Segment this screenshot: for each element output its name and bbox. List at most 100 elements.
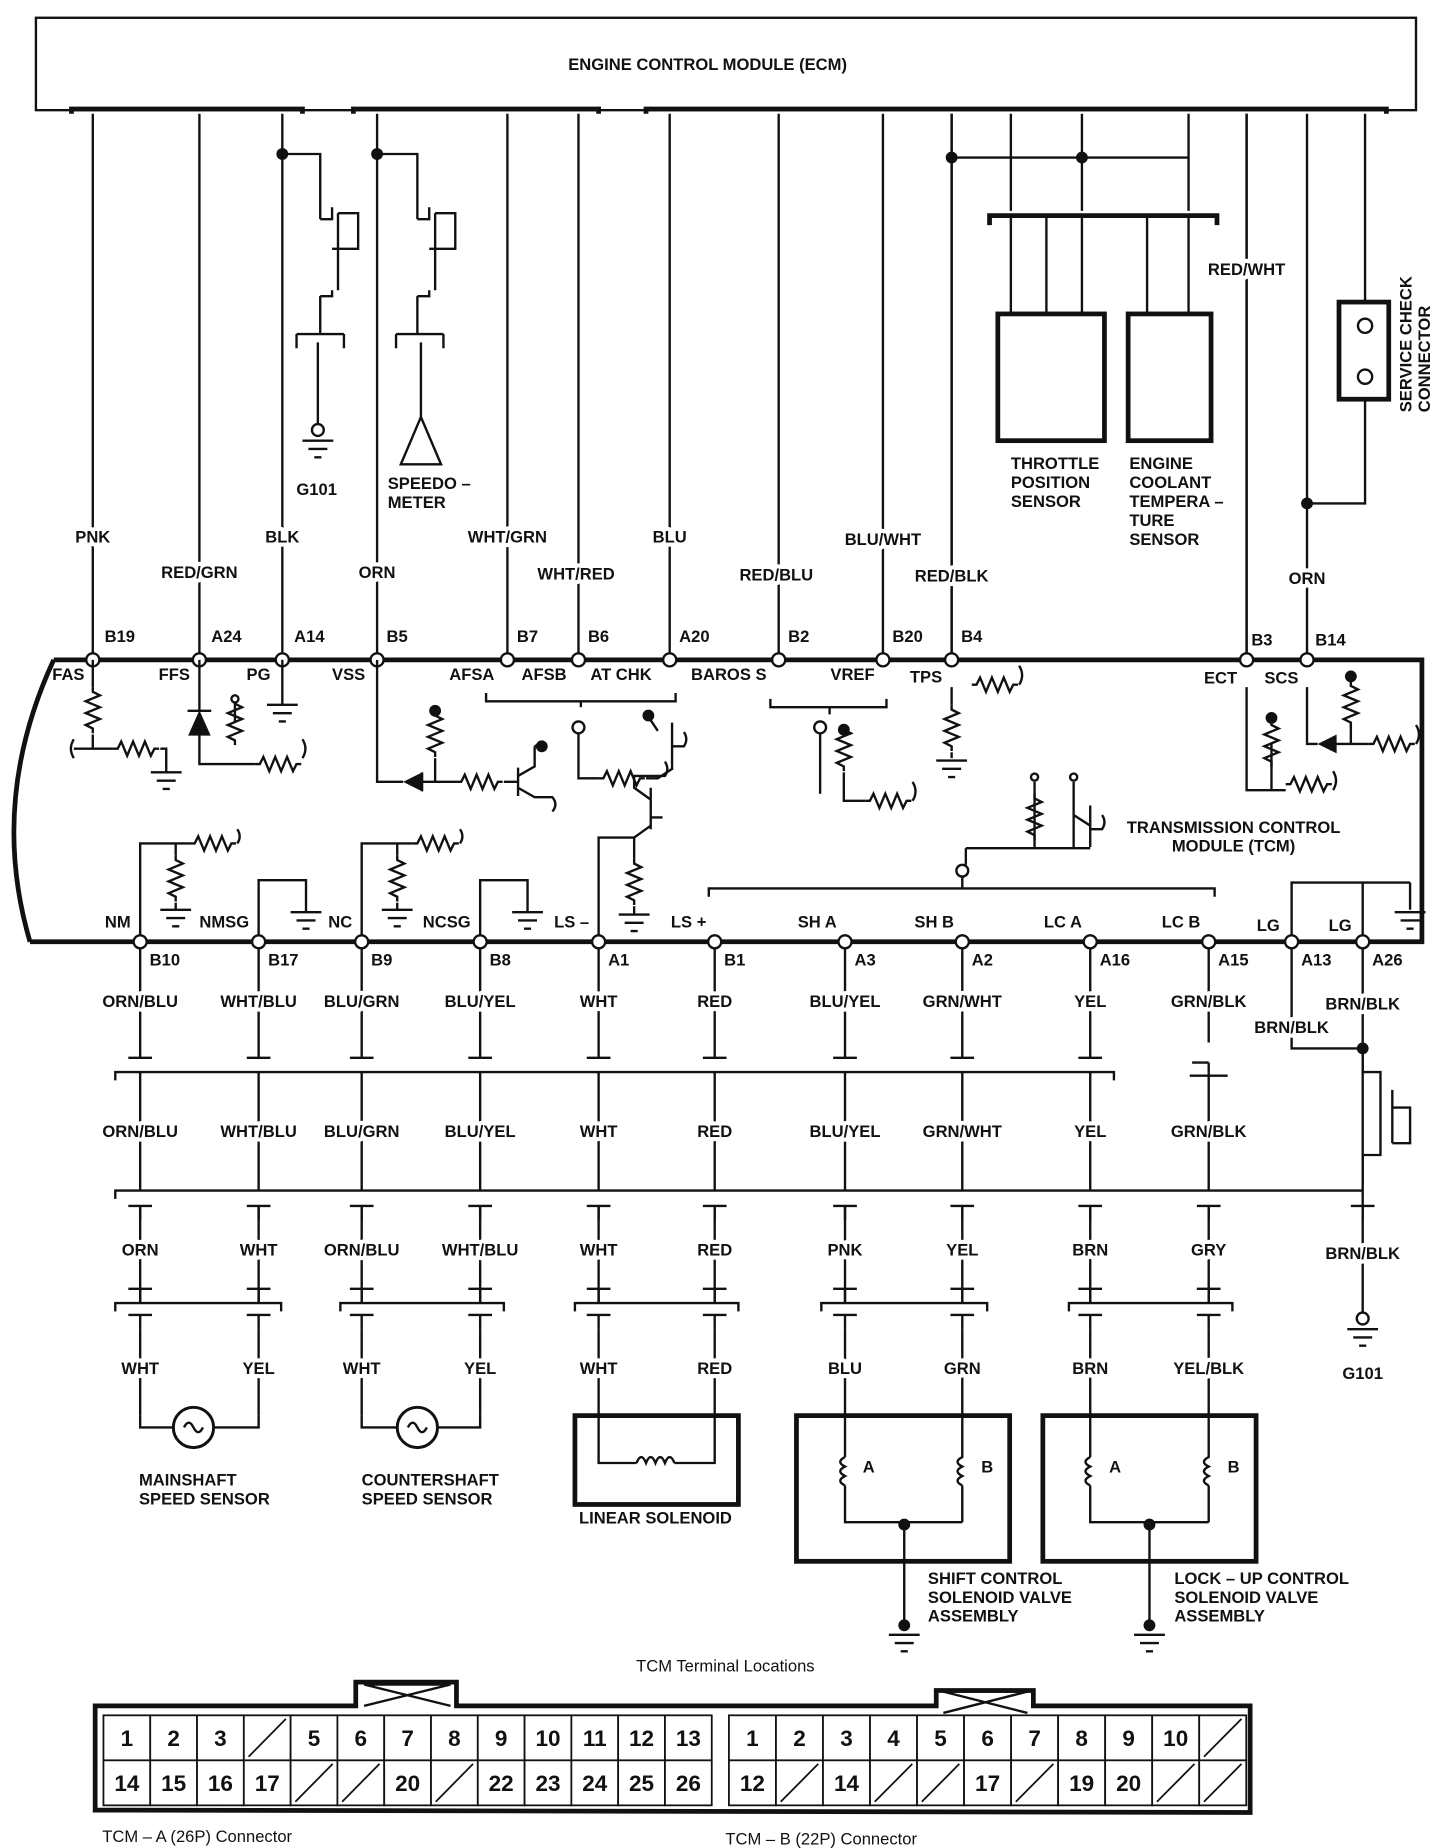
wire-label: WHT [240,1241,278,1260]
wire [1009,215,1190,314]
connector-bar [820,1301,989,1312]
connector-terminal [246,1042,271,1060]
wire-label: RED [697,992,732,1011]
pin-terminal [1299,652,1315,668]
wire-label: BRN/BLK [1325,994,1400,1013]
pin-label: A2 [972,950,993,969]
signal-label: FFS [159,665,190,684]
wire-label: BLK [265,528,299,547]
wire [950,665,1024,759]
connector-terminal [950,1287,975,1304]
lockup-label-2: SOLENOID VALVE [1174,1588,1318,1607]
terminal-number: 4 [887,1726,900,1751]
wire-label: BLU/YEL [445,992,516,1011]
wire-label: PNK [828,1241,863,1260]
connector-terminal [1078,1204,1103,1221]
unused-terminal-slash [1156,1763,1196,1803]
wire [597,761,669,942]
terminal-cell [102,1714,152,1762]
terminal [571,720,586,735]
pin-terminal [661,652,678,668]
unused-terminal-slash [874,1763,913,1803]
ground-symbol [266,703,298,723]
connector-bar [573,1301,740,1312]
resistor-symbol [165,855,186,902]
ground-symbol [936,759,968,779]
pin-terminal [943,652,960,668]
pin-label: B6 [588,627,609,646]
throttle-label-3: SENSOR [1011,492,1081,511]
terminal-number: 6 [355,1726,368,1751]
wire-label: YEL [946,1241,978,1260]
wire [1290,881,1412,942]
wire [375,659,404,784]
wire-label: RED [697,1122,732,1141]
sensor-connector [987,213,1220,226]
wire-label: PNK [75,528,110,547]
resistor-symbol [112,738,160,759]
terminal-number: 17 [255,1771,280,1796]
resistor-symbol [424,710,446,757]
connector-terminal [833,1287,857,1304]
pin-label: B20 [892,627,922,646]
signal-label: LG [1257,916,1280,935]
wire-label: YEL/BLK [1173,1359,1244,1378]
wire-label: WHT/BLU [442,1241,518,1260]
ground-terminal [1355,1311,1370,1326]
connector-terminal [586,1287,611,1304]
resistor-symbol [1024,793,1045,840]
terminal-number: 12 [629,1726,654,1751]
terminal-number: 3 [214,1726,227,1751]
bracket [769,698,888,715]
connector-terminal [349,1042,374,1060]
terminal-locations-title: TCM Terminal Locations [636,1656,814,1675]
signal-label: VREF [830,665,874,684]
terminal-number: 24 [582,1771,608,1796]
tcm-title-2: MODULE (TCM) [1172,837,1295,856]
sensor-wire [360,1415,482,1434]
wire-label: WHT [121,1359,159,1378]
terminal-cell [523,1759,573,1807]
unused-terminal-slash [1203,1718,1243,1758]
terminal-number: 7 [401,1726,414,1751]
junction-dot [898,1518,911,1531]
terminal-number: 2 [793,1726,806,1751]
pin-terminal [954,934,970,950]
coil-symbol [1084,1415,1212,1623]
pin-terminal [472,934,488,950]
terminal-cell [149,1759,198,1807]
junction-dot [230,694,240,704]
wire-label: WHT/BLU [220,992,296,1011]
wire-label: RED [697,1241,732,1260]
pin-label: A20 [679,627,709,646]
connector-terminal [702,1204,727,1221]
pin-label: A3 [854,950,875,969]
terminal-number: 14 [834,1771,860,1796]
coil-symbol [597,1415,716,1467]
wire-label: BLU/GRN [324,1122,400,1141]
resistor-symbol [1340,681,1362,728]
wire-label: BLU/YEL [810,992,881,1011]
connector-terminal [349,1287,374,1304]
signal-label: BAROS S [691,665,767,684]
wire [951,113,1190,211]
wire-label: YEL [464,1359,496,1378]
ground-label-top: G101 [296,480,337,499]
terminal-cell [1057,1759,1107,1807]
junction-dot [535,740,548,753]
mainshaft-label-1: MAINSHAFT [139,1471,237,1490]
linear-solenoid-label: LINEAR SOLENOID [579,1508,732,1527]
diode-symbol [189,713,209,735]
resistor-symbol [255,753,302,775]
wire-label: BLU/GRN [324,992,400,1011]
ground-symbol [1347,1327,1379,1347]
wire [360,828,464,942]
resistor-symbol [971,674,1018,695]
connector-terminal [468,1313,493,1330]
tcm-signal-labels: FAS FFS PG VSS AFSA AFSB AT CHK BAROS S … [52,665,1298,688]
bottom-signal-labels: NM NMSG NC NCSG LS – LS + SH A SH B LC A… [105,913,1403,970]
terminal-number: 5 [934,1726,947,1751]
resistor-symbol [1285,774,1332,795]
